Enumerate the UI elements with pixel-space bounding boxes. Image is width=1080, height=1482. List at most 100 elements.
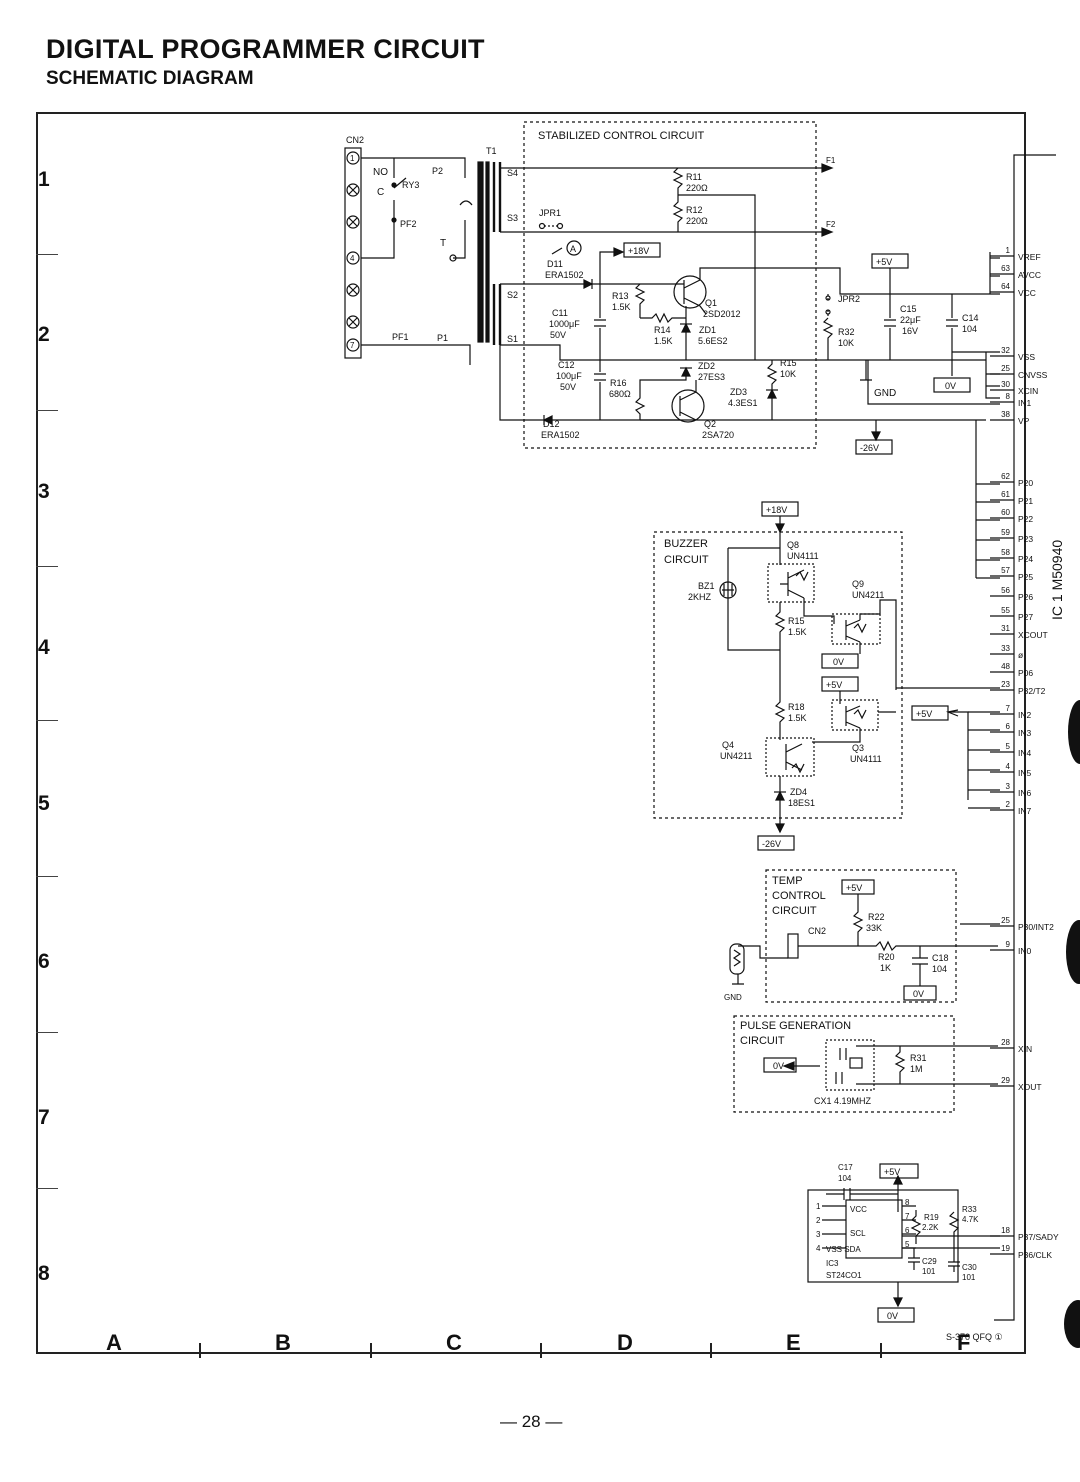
c30-value: 101 (962, 1273, 976, 1282)
ic1-pin-number: 25 (1001, 916, 1010, 925)
ic1-pin-number: 2 (1006, 800, 1011, 809)
stabilized-title: STABILIZED CONTROL CIRCUIT (538, 130, 705, 142)
grid-row-label: 3 (38, 480, 50, 503)
grid-col-label: F (957, 1330, 971, 1355)
cn2-pin (346, 215, 360, 229)
diagram-frame (36, 112, 1026, 1354)
stabilized-control-circuit: STABILIZED CONTROL CIRCUIT F1 F2 R11 220… (499, 121, 1000, 455)
buzz-r15-value: 1.5K (788, 627, 807, 637)
cn2-pin-cross (348, 285, 358, 295)
ic3-pin-number: 4 (816, 1244, 821, 1253)
rail-label: 0V (833, 657, 844, 667)
ic3-pin-number: 7 (905, 1212, 910, 1221)
d11-value: ERA1502 (545, 270, 584, 280)
input-bus: +5V (911, 705, 1000, 809)
buzz-r15-label: R15 (788, 616, 805, 626)
zd1-value: 5.6ES2 (698, 336, 728, 346)
ic1-pin-number: 6 (1006, 722, 1011, 731)
grid-col-label: A (106, 1330, 122, 1355)
ic1-pin-number: 19 (1001, 1244, 1010, 1253)
q9-value: UN4211 (852, 590, 884, 600)
ic1-pin-number: 55 (1001, 606, 1010, 615)
r32-value: 10K (838, 338, 854, 348)
buzzer-circuit: BUZZER CIRCUIT +18V Q8 UN4111 BZ1 2KHZ Q… (653, 501, 1000, 851)
ic1-pin-number: 32 (1001, 346, 1010, 355)
q9-label: Q9 (852, 579, 864, 589)
ic1-pin-number: 29 (1001, 1076, 1010, 1085)
rail-label: +18V (628, 246, 649, 256)
grid-row-label: 6 (38, 950, 50, 973)
cn2-label: CN2 (346, 135, 364, 145)
buzz-r18-value: 1.5K (788, 713, 807, 723)
gnd-label: GND (874, 388, 896, 399)
r22-value: 33K (866, 923, 882, 933)
c18-label: C18 (932, 953, 949, 963)
ic1-pin-number: 38 (1001, 410, 1010, 419)
ic1-pin-name: P26 (1018, 592, 1033, 602)
r15-label: R15 (780, 358, 797, 368)
c18-value: 104 (932, 964, 947, 974)
ic1-pin-number: 25 (1001, 364, 1010, 373)
r14-value: 1.5K (654, 336, 673, 346)
grid-row-divider (36, 1032, 58, 1033)
connector-cn2: CN2 147 NO C RY3 P2 PF2 T PF1 P1 (344, 135, 473, 365)
ic1-pin-name: P22 (1018, 514, 1033, 524)
grid-col-divider (199, 1343, 201, 1358)
rail-label: 0V (913, 989, 924, 999)
q3-label: Q3 (852, 743, 864, 753)
ic1-pin-number: 62 (1001, 472, 1010, 481)
ic1-pin-number: 64 (1001, 282, 1010, 291)
q1-label: Q1 (705, 298, 717, 308)
c12-voltage: 50V (560, 382, 576, 392)
s3-label: S3 (507, 213, 518, 223)
rail-label: -26V (860, 443, 879, 453)
d12-value: ERA1502 (541, 430, 580, 440)
rail-label: +18V (766, 505, 787, 515)
doc-code: S-370 QFQ ① (946, 1332, 1003, 1342)
ic1-pin-name: P36/CLK (1018, 1250, 1052, 1260)
ic3-pin-number: 5 (905, 1240, 910, 1249)
rail-label: +5V (884, 1167, 900, 1177)
q1-value: 2SD2012 (703, 309, 741, 319)
ic3-vss-sda-label: VSS SDA (826, 1245, 861, 1254)
r31-value: 1M (910, 1064, 923, 1074)
ic3-value: ST24CO1 (826, 1271, 862, 1280)
f2-label: F2 (826, 220, 836, 229)
t-label: T (440, 238, 446, 249)
cn2-pin-number: 1 (350, 154, 355, 163)
grid-row-label: 5 (38, 792, 50, 815)
temp-control-circuit: TEMP CONTROL CIRCUIT +5V R22 33K CN2 R20… (724, 869, 1000, 1003)
ic3-pin-number: 8 (905, 1198, 910, 1207)
rail-label: +5V (916, 709, 932, 719)
page-number: — 28 — (500, 1412, 563, 1431)
c14-value: 104 (962, 324, 977, 334)
cn2-pin (346, 315, 360, 329)
rail-label: 0V (945, 381, 956, 391)
pf1-label: PF1 (392, 332, 409, 342)
ic1-pin-number: 31 (1001, 624, 1010, 633)
s1-label: S1 (507, 334, 518, 344)
c29-value: 101 (922, 1267, 936, 1276)
jpr2-label: JPR2 (838, 294, 860, 304)
temp-title-3: CIRCUIT (772, 905, 817, 917)
c11-label: C11 (552, 308, 568, 318)
q8-label: Q8 (787, 540, 799, 550)
r13-value: 1.5K (612, 302, 631, 312)
pulse-title: PULSE GENERATION (740, 1020, 851, 1032)
zd2-label: ZD2 (698, 361, 715, 371)
transformer-t1: T1 S4 S3 S2 S1 (477, 146, 518, 345)
cn2-pin (346, 183, 360, 197)
cn2-pin-cross (348, 217, 358, 227)
ic1-pin-number: 18 (1001, 1226, 1010, 1235)
grid-row-label: 8 (38, 1262, 50, 1285)
ic1-pin-name: IN5 (1018, 768, 1032, 778)
grid-col-label: D (617, 1330, 633, 1355)
pulse-generation-circuit: PULSE GENERATION CIRCUIT 0V R31 1M CX1 4… (733, 1015, 998, 1113)
ic1-pin-number: 58 (1001, 548, 1010, 557)
ic1-pin-name: P27 (1018, 612, 1033, 622)
ic1-pin-number: 23 (1001, 680, 1010, 689)
c15-voltage: 16V (902, 326, 918, 336)
c17-label: C17 (838, 1163, 853, 1172)
ic1-pin-name: ø (1018, 650, 1023, 660)
r13-label: R13 (612, 291, 629, 301)
